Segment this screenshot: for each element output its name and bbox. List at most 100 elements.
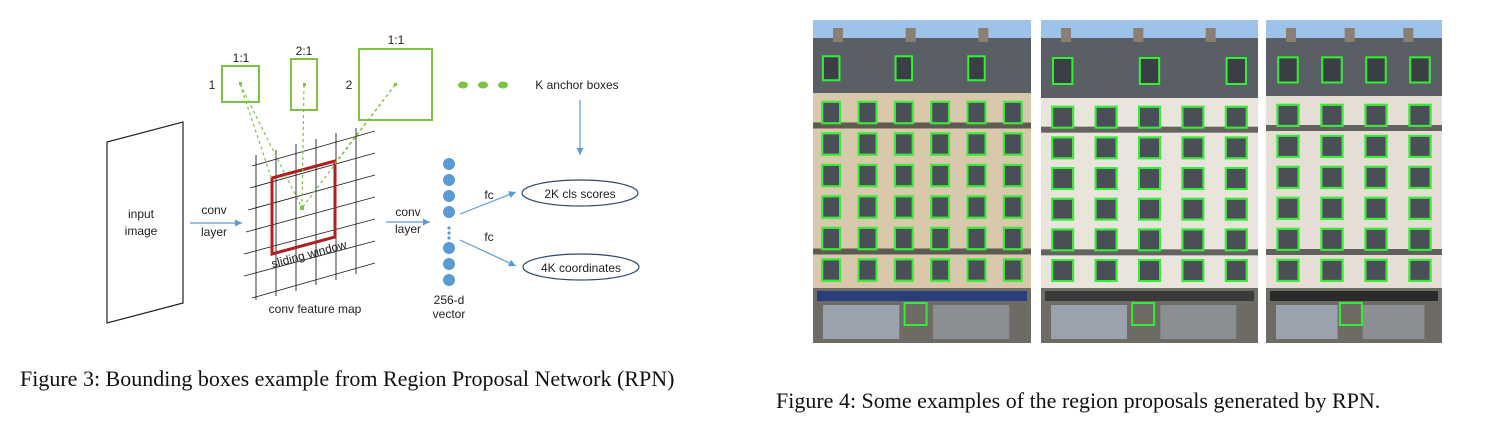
- region-proposal-box: [1408, 258, 1432, 282]
- region-proposal-box: [1276, 258, 1300, 282]
- window: [1096, 169, 1116, 189]
- region-proposal-box: [1409, 56, 1431, 84]
- region-proposal-box: [1408, 134, 1432, 158]
- window: [1366, 136, 1386, 156]
- window: [1139, 230, 1160, 250]
- window: [895, 134, 912, 154]
- region-proposal-box: [821, 163, 842, 188]
- window: [1322, 260, 1342, 280]
- region-proposal-box: [893, 132, 914, 156]
- window: [823, 165, 840, 186]
- region-proposal-box: [893, 195, 914, 219]
- window: [1053, 199, 1073, 219]
- region-proposal-box: [821, 226, 842, 251]
- region-proposal-box: [857, 258, 878, 282]
- region-proposal-box: [1181, 167, 1205, 191]
- region-proposal-box: [1051, 105, 1075, 129]
- window: [1053, 169, 1073, 189]
- conv-layer-label-2a: conv: [395, 205, 420, 219]
- window: [1410, 198, 1430, 218]
- window: [859, 260, 876, 280]
- shop-window: [1051, 305, 1127, 339]
- window: [932, 197, 949, 217]
- window: [968, 134, 985, 154]
- dormer-window: [1279, 58, 1297, 82]
- region-proposal-box: [1408, 103, 1432, 127]
- facade-photo-3: [1266, 20, 1442, 343]
- region-proposal-box: [1181, 136, 1205, 160]
- conv-layer-label-1b: layer: [201, 225, 227, 239]
- dormer-window: [1367, 58, 1385, 82]
- dormer-window: [1227, 59, 1245, 83]
- window: [1226, 169, 1246, 189]
- region-proposal-box: [966, 100, 987, 125]
- window: [932, 102, 949, 123]
- window: [1139, 107, 1160, 127]
- window: [1322, 136, 1342, 156]
- region-proposal-box: [1094, 228, 1118, 252]
- window: [1053, 138, 1073, 158]
- anchor-1-ratio: 1:1: [233, 51, 250, 65]
- shop-awning: [1045, 291, 1254, 301]
- window: [1366, 260, 1386, 280]
- region-proposal-box: [821, 258, 842, 282]
- window: [1139, 169, 1160, 189]
- region-proposal-box: [1224, 105, 1248, 129]
- region-proposal-box: [966, 195, 987, 219]
- region-proposal-box: [1276, 196, 1300, 220]
- window: [859, 197, 876, 217]
- anchor-boxes-label: K anchor boxes: [535, 78, 618, 92]
- window: [968, 228, 985, 249]
- window: [1183, 138, 1203, 158]
- region-proposal-box: [1364, 258, 1388, 282]
- region-proposal-box: [903, 302, 928, 326]
- region-proposal-box: [1224, 228, 1248, 252]
- region-proposal-box: [893, 163, 914, 188]
- region-proposal-box: [1364, 103, 1388, 127]
- region-proposal-box: [1364, 227, 1388, 251]
- window: [1183, 230, 1203, 250]
- region-proposal-box: [930, 132, 951, 156]
- balcony-rail: [1041, 249, 1258, 256]
- facade-drawing: [813, 20, 1031, 343]
- region-proposal-box: [967, 55, 986, 82]
- region-proposal-box: [857, 163, 878, 188]
- window: [932, 165, 949, 186]
- dormer-window: [1411, 58, 1429, 82]
- vector-label-1: 256-d: [434, 293, 465, 307]
- region-proposal-box: [1094, 259, 1118, 283]
- shop-window: [932, 305, 1010, 339]
- dormer-window: [969, 57, 984, 80]
- region-proposal-box: [1408, 227, 1432, 251]
- region-proposal-box: [1364, 165, 1388, 189]
- region-proposal-box: [893, 226, 914, 251]
- anchor-3-scale: 2: [346, 78, 353, 92]
- region-proposal-box: [1276, 134, 1300, 158]
- region-proposal-box: [1224, 136, 1248, 160]
- region-proposal-box: [1408, 165, 1432, 189]
- fc-arrow-top: [459, 191, 517, 215]
- balcony-rail: [813, 122, 1031, 129]
- region-proposal-box: [1320, 103, 1344, 127]
- coordinates-node: [522, 253, 640, 281]
- window: [932, 134, 949, 154]
- window: [968, 260, 985, 280]
- region-proposal-box: [1052, 57, 1074, 85]
- window: [1183, 199, 1203, 219]
- window: [1278, 167, 1298, 187]
- region-proposal-box: [966, 163, 987, 188]
- feature-map-label: conv feature map: [269, 302, 362, 316]
- region-proposal-box: [1002, 132, 1023, 156]
- region-proposal-box: [1181, 197, 1205, 221]
- window: [1096, 261, 1116, 281]
- region-proposal-box: [1364, 134, 1388, 158]
- region-proposal-box: [857, 195, 878, 219]
- cls-scores-node: [521, 179, 639, 207]
- region-proposal-box: [1320, 227, 1344, 251]
- region-proposal-box: [1137, 105, 1162, 129]
- window: [1366, 198, 1386, 218]
- region-proposal-box: [1137, 228, 1162, 252]
- input-image-shape: [106, 121, 184, 324]
- anchor-3-ratio: 1:1: [388, 33, 405, 47]
- region-proposal-box: [930, 163, 951, 188]
